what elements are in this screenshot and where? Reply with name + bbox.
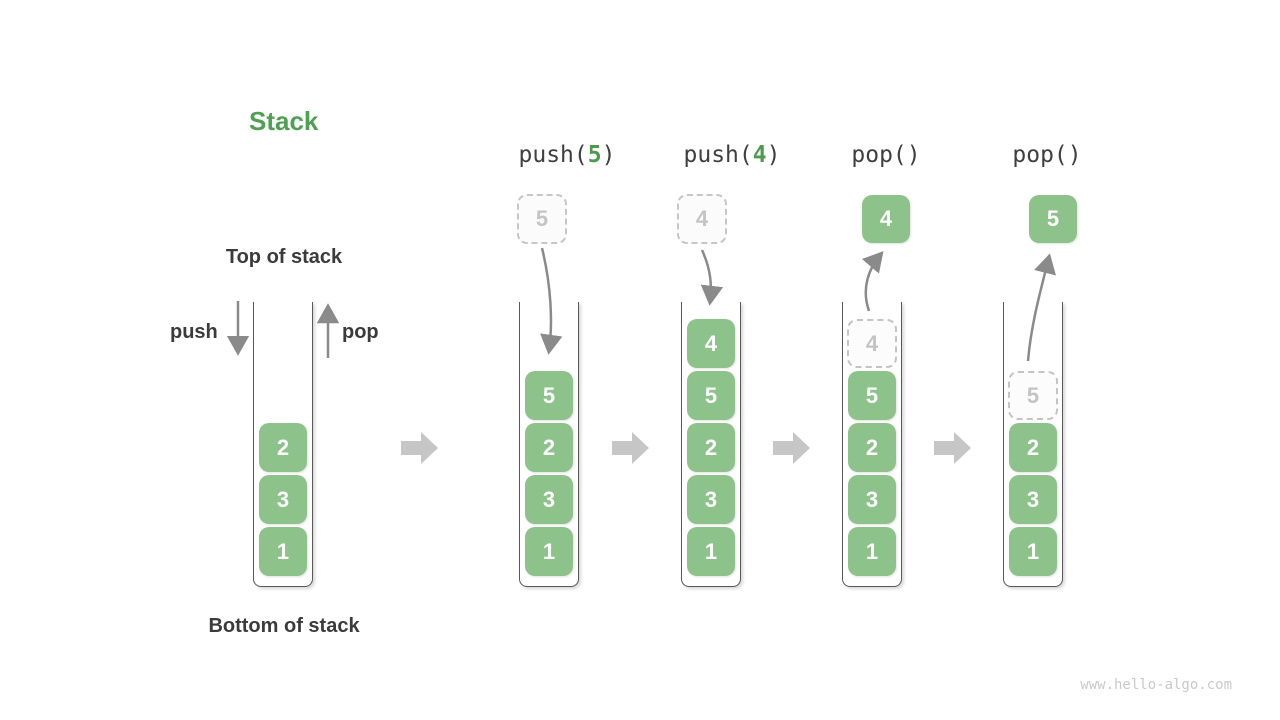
stack-container-initial: 2 3 1 [253,302,313,587]
popped-value-box: 5 [1029,195,1077,243]
stack-cell: 5 [525,371,573,420]
incoming-value-box: 4 [677,194,727,244]
operation-label-push-5: push(5) [519,142,616,168]
operation-label-push-4: push(4) [684,142,781,168]
stack-cell: 3 [259,475,307,524]
stack-cell: 1 [1009,527,1057,576]
bottom-of-stack-label: Bottom of stack [208,615,360,637]
op-suffix: ) [601,142,616,168]
transition-arrow-icon [401,432,438,464]
stack-cell: 4 [687,319,735,368]
stack-cell: 2 [687,423,735,472]
op-prefix: push( [683,142,753,168]
diagram-title: Stack [249,106,319,136]
stack-cell: 3 [687,475,735,524]
stack-cell: 1 [848,527,896,576]
stack-cell: 1 [687,527,735,576]
ghost-cell: 5 [1008,371,1058,420]
transition-arrow-icon [934,432,971,464]
stack-container-pop-1: 4 5 2 3 1 [842,302,902,587]
stack-cell: 1 [525,527,573,576]
push-label: push [170,321,218,343]
stack-cell: 2 [525,423,573,472]
stack-container-push-5: 5 2 3 1 [519,302,579,587]
stack-cell: 2 [848,423,896,472]
stack-cell: 2 [1009,423,1057,472]
stack-container-push-4: 4 5 2 3 1 [681,302,741,587]
operation-label-pop-1: pop() [851,142,920,168]
popped-value-box: 4 [862,195,910,243]
stack-cell: 2 [259,423,307,472]
stack-cell: 3 [848,475,896,524]
op-suffix: ) [766,142,781,168]
pop-label: pop [342,321,379,343]
op-suffix: ) [1067,142,1082,168]
incoming-value-box: 5 [517,194,567,244]
op-prefix: pop( [1012,142,1068,168]
stack-cell: 1 [259,527,307,576]
stack-cell: 3 [1009,475,1057,524]
ghost-cell: 4 [847,319,897,368]
transition-arrow-icon [773,432,810,464]
op-prefix: pop( [851,142,907,168]
stack-cell: 3 [525,475,573,524]
op-arg: 4 [752,142,767,168]
stack-cell: 5 [848,371,896,420]
stack-cell: 5 [687,371,735,420]
push-4-arrow-icon [700,249,724,306]
watermark: www.hello-algo.com [1080,677,1232,693]
op-arg: 5 [587,142,602,168]
transition-arrow-icon [612,432,649,464]
top-of-stack-label: Top of stack [225,246,343,268]
stack-container-pop-2: 5 2 3 1 [1003,302,1063,587]
op-suffix: ) [906,142,921,168]
operation-label-pop-2: pop() [1012,142,1081,168]
op-prefix: push( [518,142,588,168]
